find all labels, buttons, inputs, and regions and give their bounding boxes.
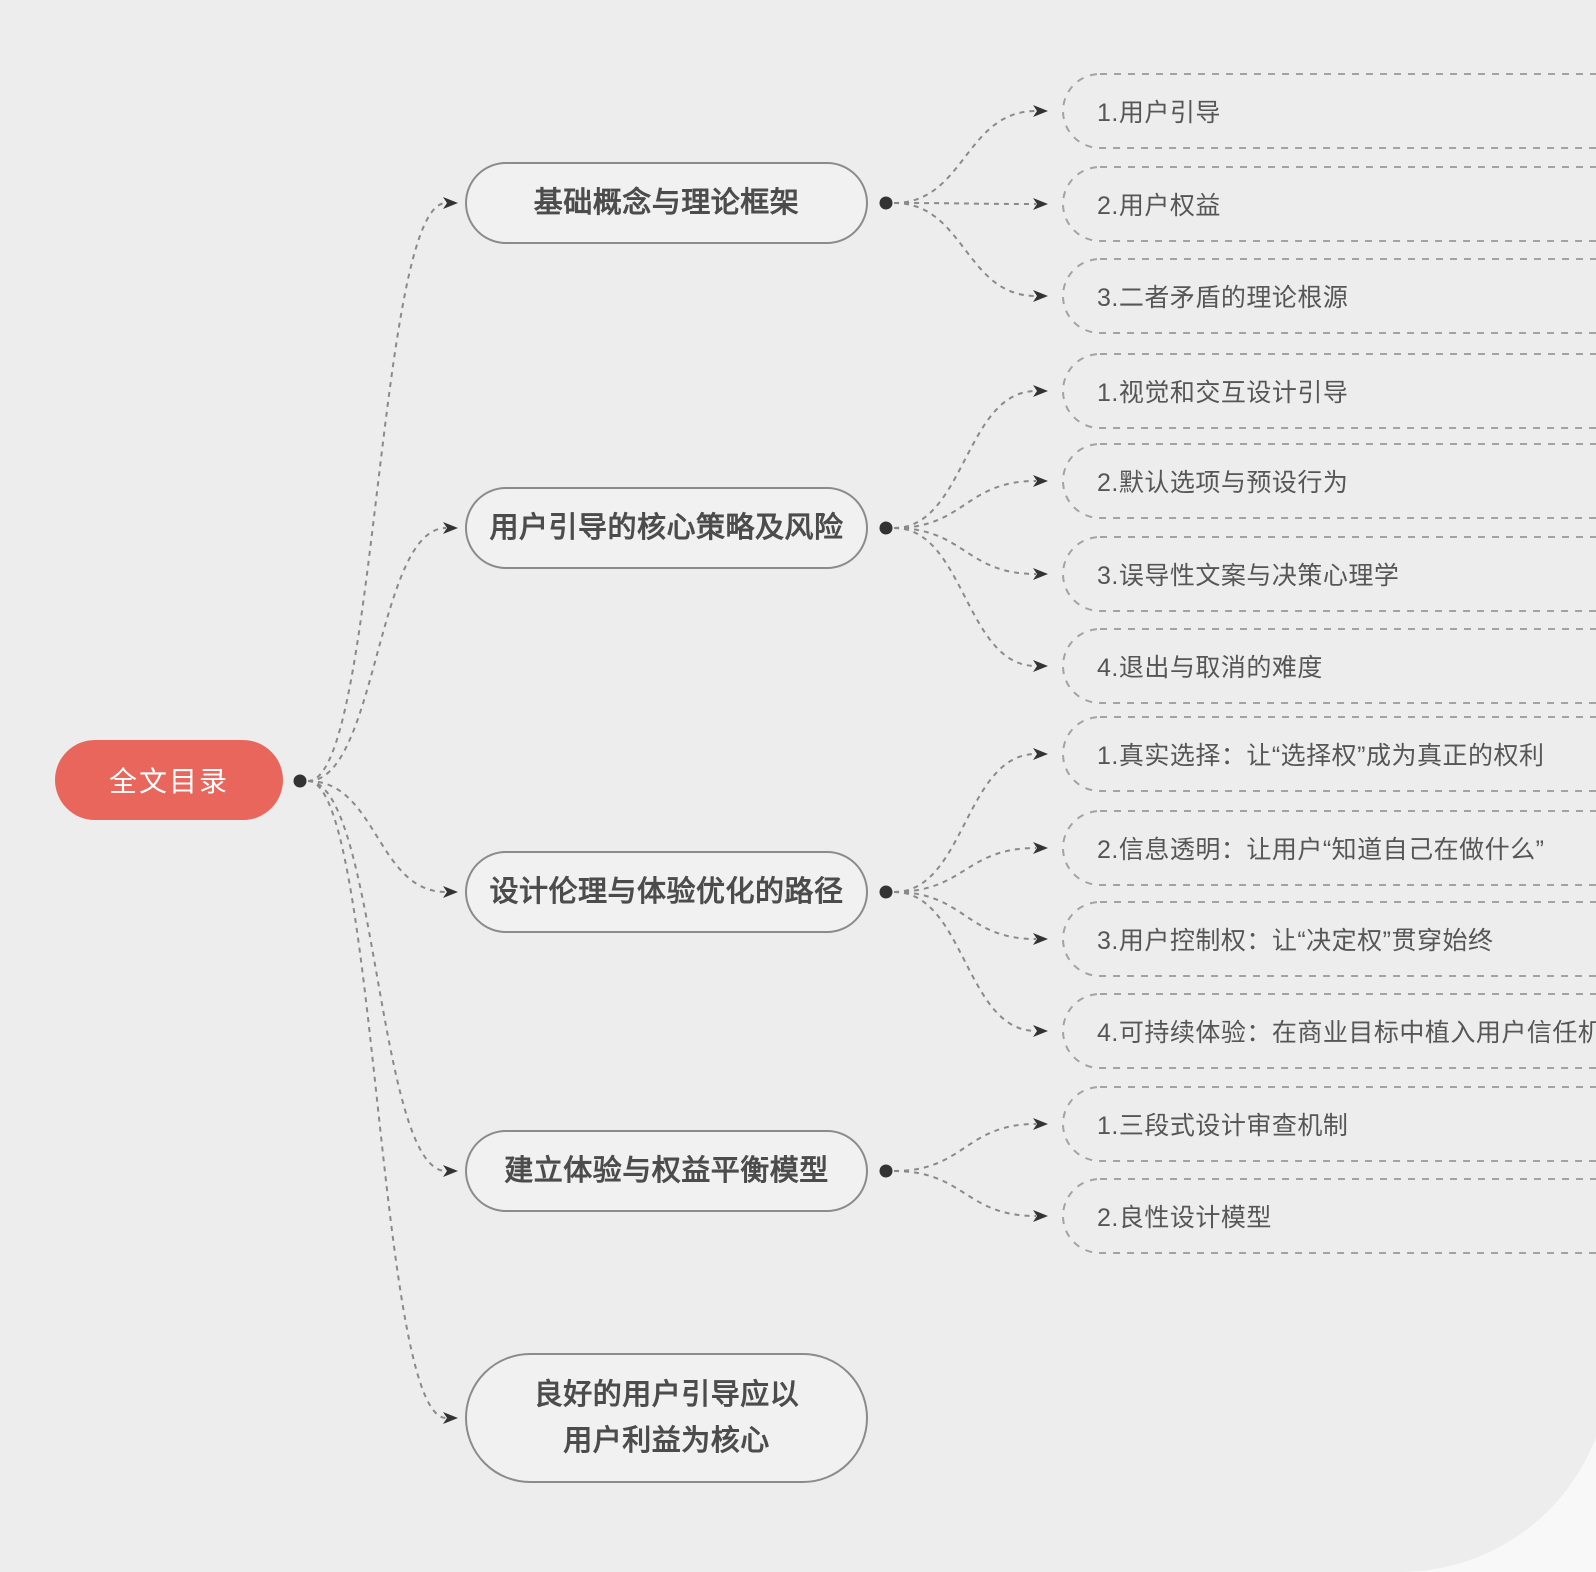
leaf-node-2-2[interactable]: 2.默认选项与预设行为 <box>1097 469 1349 497</box>
branch-node-1[interactable]: 基础概念与理论框架 <box>465 162 868 244</box>
arrowhead-icon <box>1033 748 1048 760</box>
arrowhead-icon <box>1033 1118 1048 1130</box>
branch-node-4[interactable]: 建立体验与权益平衡模型 <box>465 1130 868 1212</box>
leaf-node-1-2[interactable]: 2.用户权益 <box>1097 192 1221 220</box>
leaf-node-1-1[interactable]: 1.用户引导 <box>1097 99 1221 127</box>
arrowhead-icon <box>443 886 458 898</box>
arrowhead-icon <box>1033 933 1048 945</box>
arrowhead-icon <box>1033 660 1048 672</box>
connector-curve <box>893 480 1037 529</box>
connector-curve <box>307 527 447 782</box>
arrowhead-icon <box>443 522 458 534</box>
leaf-node-1-3[interactable]: 3.二者矛盾的理论根源 <box>1097 284 1349 312</box>
arrowhead-icon <box>1033 1025 1048 1037</box>
arrowhead-icon <box>1033 290 1048 302</box>
connector-curve <box>307 780 447 893</box>
leaf-node-3-2[interactable]: 2.信息透明：让用户“知道自己在做什么” <box>1097 836 1545 864</box>
junction-dot <box>879 885 893 899</box>
connector-curve <box>307 780 447 1172</box>
arrowhead-icon <box>1033 1210 1048 1222</box>
leaf-node-2-1[interactable]: 1.视觉和交互设计引导 <box>1097 379 1349 407</box>
connector-curve <box>893 527 1037 575</box>
connector-curve <box>893 753 1037 893</box>
junction-dot <box>879 1164 893 1178</box>
root-node[interactable]: 全文目录 <box>55 740 283 820</box>
leaf-node-4-1[interactable]: 1.三段式设计审查机制 <box>1097 1112 1349 1140</box>
leaf-node-3-4[interactable]: 4.可持续体验：在商业目标中植入用户信任机制 <box>1097 1019 1596 1047</box>
junction-dot <box>293 774 307 788</box>
arrowhead-icon <box>443 1165 458 1177</box>
connector-curve <box>893 891 1037 1032</box>
branch-node-3[interactable]: 设计伦理与体验优化的路径 <box>465 851 868 933</box>
arrowhead-icon <box>1033 568 1048 580</box>
junction-dot <box>879 196 893 210</box>
branch-node-2[interactable]: 用户引导的核心策略及风险 <box>465 487 868 569</box>
connector-curve <box>893 110 1037 204</box>
arrowhead-icon <box>1033 842 1048 854</box>
connector-curve <box>893 527 1037 667</box>
branch-node-5[interactable]: 良好的用户引导应以 用户利益为核心 <box>465 1353 868 1483</box>
connector-curve <box>893 202 1037 205</box>
leaf-node-3-3[interactable]: 3.用户控制权：让“决定权”贯穿始终 <box>1097 927 1494 955</box>
leaf-node-4-2[interactable]: 2.良性设计模型 <box>1097 1204 1272 1232</box>
arrowhead-icon <box>1033 198 1048 210</box>
connector-curve <box>307 202 447 782</box>
connector-curve <box>893 891 1037 940</box>
leaf-node-2-4[interactable]: 4.退出与取消的难度 <box>1097 654 1323 682</box>
leaf-node-3-1[interactable]: 1.真实选择：让“选择权”成为真正的权利 <box>1097 742 1545 770</box>
arrowhead-icon <box>1033 105 1048 117</box>
connector-curve <box>893 202 1037 297</box>
junction-dot <box>879 521 893 535</box>
connector-curve <box>893 847 1037 893</box>
arrowhead-icon <box>443 197 458 209</box>
leaf-node-2-3[interactable]: 3.误导性文案与决策心理学 <box>1097 562 1400 590</box>
arrowhead-icon <box>1033 475 1048 487</box>
arrowhead-icon <box>443 1412 458 1424</box>
connector-curve <box>893 1170 1037 1217</box>
connector-curve <box>893 1123 1037 1172</box>
connector-curve <box>893 390 1037 529</box>
arrowhead-icon <box>1033 385 1048 397</box>
connector-curve <box>307 780 447 1419</box>
